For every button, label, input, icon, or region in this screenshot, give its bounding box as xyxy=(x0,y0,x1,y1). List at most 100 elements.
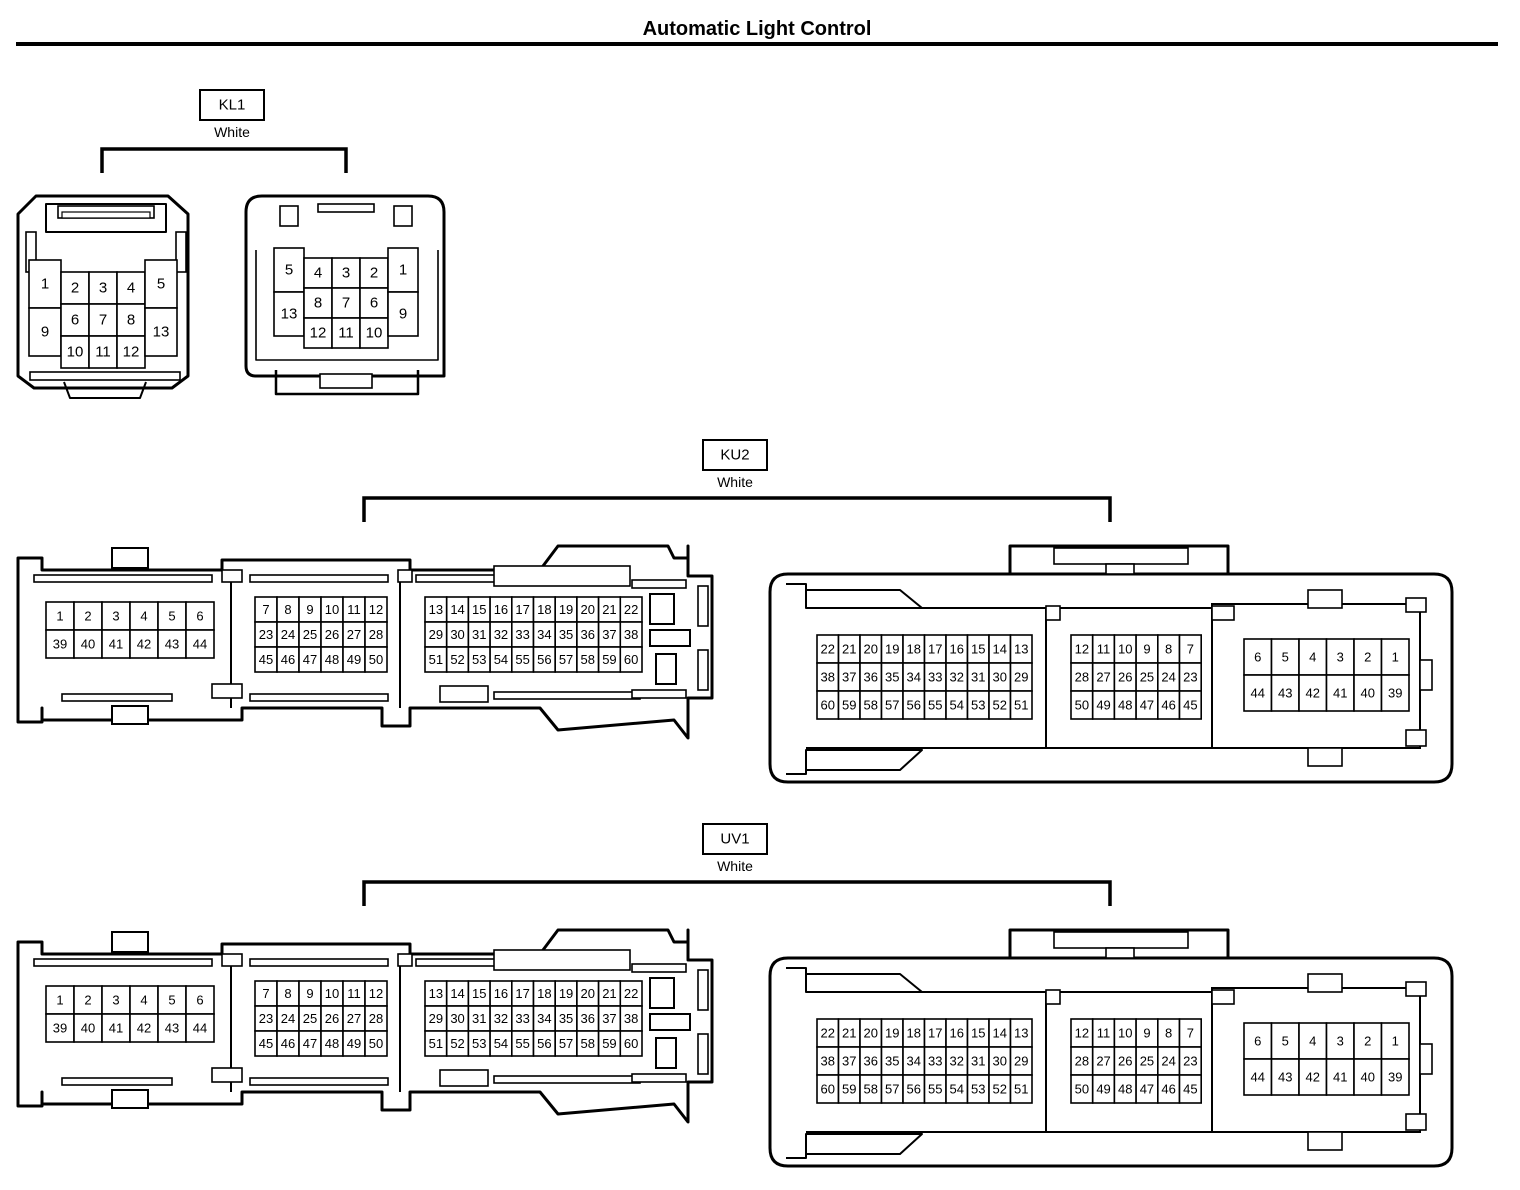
pin-number: 20 xyxy=(581,602,595,617)
pin-number: 3 xyxy=(112,993,119,1008)
pin-number: 58 xyxy=(864,1082,878,1097)
pin-number: 18 xyxy=(537,602,551,617)
pin-number: 21 xyxy=(842,642,856,657)
pin-number: 22 xyxy=(624,986,638,1001)
pin-number: 5 xyxy=(168,993,175,1008)
connector-code-box xyxy=(702,439,768,471)
pin-number: 13 xyxy=(281,306,298,323)
pin-number: 29 xyxy=(1014,670,1028,685)
pin-cell xyxy=(116,335,146,369)
connector-code: KL1 xyxy=(219,97,246,114)
pin-number: 9 xyxy=(399,306,407,323)
pin-number: 36 xyxy=(581,1011,595,1026)
pin-cell xyxy=(185,629,215,659)
pin-number: 5 xyxy=(285,262,293,279)
female-side-notch xyxy=(1419,1043,1433,1075)
male-lock-slot-inner xyxy=(61,211,151,219)
female-inner-latch xyxy=(786,749,923,775)
pin-number: 48 xyxy=(325,1036,339,1051)
female-top-notch xyxy=(1105,947,1135,959)
pin-number: 57 xyxy=(885,1082,899,1097)
pin-number: 49 xyxy=(1096,698,1110,713)
pin-number: 13 xyxy=(1014,1026,1028,1041)
female-side-notch xyxy=(1419,659,1433,691)
pin-number: 27 xyxy=(347,627,361,642)
male-key xyxy=(439,1069,489,1087)
pin-cell xyxy=(1270,674,1300,712)
female-housing xyxy=(768,572,1454,784)
pin-number: 20 xyxy=(864,642,878,657)
pin-number: 52 xyxy=(450,652,464,667)
pin-number: 11 xyxy=(347,602,361,617)
male-housing xyxy=(16,544,714,740)
pin-number: 13 xyxy=(153,324,170,341)
pin-cell xyxy=(60,271,90,305)
pin-number: 54 xyxy=(950,1082,964,1097)
pin-number: 15 xyxy=(472,602,486,617)
male-side-rail xyxy=(631,579,687,589)
pin-number: 17 xyxy=(515,986,529,1001)
pin-number: 19 xyxy=(885,1026,899,1041)
pin-number: 17 xyxy=(928,642,942,657)
pin-number: 4 xyxy=(140,993,147,1008)
pin-number: 46 xyxy=(1161,698,1175,713)
pin-number: 53 xyxy=(472,652,486,667)
pin-number: 33 xyxy=(515,1011,529,1026)
pin-number: 39 xyxy=(53,637,67,652)
pin-number: 18 xyxy=(907,1026,921,1041)
pin-number: 16 xyxy=(950,642,964,657)
pin-number: 58 xyxy=(864,698,878,713)
pin-cell xyxy=(157,1013,187,1043)
female-key xyxy=(1307,589,1343,609)
male-side-key xyxy=(649,629,691,647)
pin-number: 43 xyxy=(1278,1070,1292,1085)
pin-cell xyxy=(619,1030,643,1057)
pin-number: 60 xyxy=(624,1036,638,1051)
pin-number: 12 xyxy=(369,602,383,617)
pin-number: 58 xyxy=(581,1036,595,1051)
pin-number: 4 xyxy=(1309,650,1316,665)
male-foot xyxy=(63,381,147,399)
pin-number: 55 xyxy=(928,1082,942,1097)
pin-number: 38 xyxy=(624,627,638,642)
male-notch xyxy=(221,953,243,967)
pin-number: 5 xyxy=(168,609,175,624)
pin-number: 6 xyxy=(1254,650,1261,665)
male-notch xyxy=(397,953,413,967)
pin-number: 29 xyxy=(429,627,443,642)
pin-cell xyxy=(1380,674,1410,712)
pin-number: 25 xyxy=(1140,670,1154,685)
pin-number: 52 xyxy=(993,1082,1007,1097)
pin-number: 15 xyxy=(472,986,486,1001)
pin-number: 23 xyxy=(259,627,273,642)
pin-cell xyxy=(88,335,118,369)
pin-number: 55 xyxy=(515,1036,529,1051)
pin-number: 32 xyxy=(494,1011,508,1026)
pin-number: 23 xyxy=(259,1011,273,1026)
pin-number: 29 xyxy=(1014,1054,1028,1069)
pin-number: 14 xyxy=(993,1026,1007,1041)
male-key xyxy=(439,685,489,703)
pin-number: 22 xyxy=(821,1026,835,1041)
pin-number: 57 xyxy=(559,1036,573,1051)
pin-cell xyxy=(619,646,643,673)
pin-number: 44 xyxy=(193,1021,207,1036)
pin-number: 36 xyxy=(864,670,878,685)
pin-number: 12 xyxy=(1075,642,1089,657)
pin-number: 34 xyxy=(907,1054,921,1069)
female-notch xyxy=(1211,605,1235,621)
pin-cell xyxy=(45,629,75,659)
pin-cell xyxy=(1243,1022,1273,1060)
pin-number: 54 xyxy=(494,652,508,667)
pin-number: 2 xyxy=(84,609,91,624)
male-housing xyxy=(16,194,190,390)
pin-number: 43 xyxy=(1278,686,1292,701)
female-notch xyxy=(1045,605,1061,621)
male-side-key xyxy=(655,1037,677,1069)
pin-cell xyxy=(185,1013,215,1043)
pin-number: 26 xyxy=(325,1011,339,1026)
connector-color: White xyxy=(717,858,753,874)
pin-cell xyxy=(1380,1058,1410,1096)
pin-number: 19 xyxy=(559,986,573,1001)
